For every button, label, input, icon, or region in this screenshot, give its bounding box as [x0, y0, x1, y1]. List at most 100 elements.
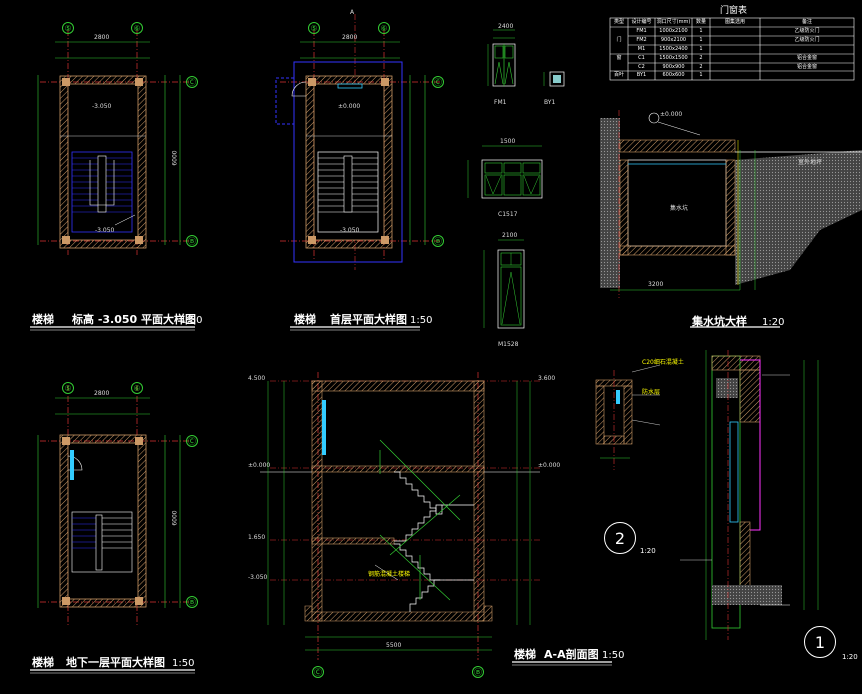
title-plan-2: 首层平面大样图 — [330, 313, 407, 326]
door-table-header: 数量 — [695, 19, 706, 25]
window-label: BY1 — [544, 99, 556, 106]
title-section-prefix: 楼梯 — [514, 648, 536, 661]
detail-callout-1: 1 — [804, 626, 836, 658]
dim-label: 2100 — [502, 232, 518, 239]
plan-basement — [37, 385, 190, 625]
door-table-cell: 铝合金窗 — [796, 64, 817, 70]
elevation-label: 4.500 — [248, 375, 266, 382]
title-plan-1-prefix: 楼梯 — [32, 313, 54, 326]
title-pit: 集水坑大样 — [692, 315, 747, 328]
elevation-label: ±0.000 — [660, 111, 683, 118]
door-table-header: 洞口尺寸(mm) — [656, 19, 691, 25]
axis-bubble: ⑤ — [62, 382, 74, 394]
door-table-cell: 1 — [699, 28, 703, 34]
window-label: C1517 — [498, 211, 518, 218]
elevation-label: ±0.000 — [538, 462, 561, 469]
door-table-cell: 1000x2100 — [659, 28, 688, 34]
cut-mark: A — [350, 9, 355, 16]
door-table-header: 类型 — [613, 19, 624, 25]
axis-bubble: Ⓑ — [186, 596, 198, 608]
door-table-cell: 2 — [699, 55, 703, 61]
dim-label: 2400 — [498, 23, 514, 30]
section-aa — [260, 372, 540, 660]
pit-label: 集水坑 — [670, 205, 689, 212]
door-table-cell: 600x600 — [662, 72, 685, 78]
door-table-cell: 1500x1500 — [659, 55, 688, 61]
door-table-cell: 铝合金窗 — [796, 55, 817, 61]
title-plan-2-scale: 1:50 — [410, 315, 433, 326]
title-plan-3: 地下一层平面大样图 — [66, 656, 165, 669]
detail-callout-2: 2 — [604, 522, 636, 554]
elevation-label: ±0.000 — [248, 462, 271, 469]
dim-label: 2800 — [94, 390, 110, 397]
detail-note: 防水层 — [642, 389, 661, 396]
axis-bubble: ⑥ — [131, 22, 143, 34]
door-table-cell: 1 — [699, 46, 703, 52]
axis-bubble: Ⓒ — [432, 76, 444, 88]
title-plan-3-scale: 1:50 — [172, 658, 195, 669]
plan-top-floor — [275, 14, 440, 270]
door-table-cell: 1500x2400 — [659, 46, 688, 52]
dim-label: 6000 — [171, 510, 179, 526]
dim-label: 2800 — [342, 34, 358, 41]
door-table-cell: 900x900 — [662, 64, 685, 70]
axis-bubble: Ⓑ — [432, 235, 444, 247]
title-plan-1: 标高 -3.050 平面大样图 — [72, 313, 197, 326]
door-table-grid — [609, 17, 855, 81]
room-elevation: -3.050 — [340, 227, 360, 234]
elevation-label: 3.600 — [538, 375, 556, 382]
dim-label: 1500 — [500, 138, 516, 145]
detail-note: C20细石混凝土 — [642, 359, 684, 366]
elevation-label: 1.650 — [248, 534, 266, 541]
room-elevation: -3.050 — [95, 227, 115, 234]
axis-bubble: Ⓑ — [186, 235, 198, 247]
door-table-cell: 1 — [699, 37, 703, 43]
ground-label: 室外地坪 — [798, 159, 823, 166]
door-table-cell: 900x2100 — [660, 37, 687, 43]
door-table-cell: M1 — [637, 46, 646, 52]
window-label: FM1 — [494, 99, 507, 106]
window-label: M1528 — [498, 341, 519, 348]
title-plan-3-prefix: 楼梯 — [32, 656, 54, 669]
detail-1-drawing — [680, 350, 819, 640]
room-elevation: -3.050 — [92, 103, 112, 110]
window-details — [467, 29, 565, 329]
door-table-cell: 1 — [699, 72, 703, 78]
door-table-cell: 2 — [699, 64, 703, 70]
door-table-header: 图集选用 — [724, 19, 745, 25]
axis-bubble: Ⓒ — [186, 76, 198, 88]
door-table-title: 门窗表 — [720, 6, 748, 16]
title-plan-2-prefix: 楼梯 — [294, 313, 316, 326]
detail-scale: 1:20 — [640, 547, 656, 555]
dim-label: 3200 — [648, 281, 664, 288]
door-table-cell: 百叶 — [613, 72, 624, 78]
plan-minus3050 — [37, 30, 190, 255]
title-pit-scale: 1:20 — [762, 317, 785, 328]
pit-detail — [600, 110, 862, 298]
door-table-cell: 门 — [616, 37, 622, 43]
axis-bubble: ⑤ — [308, 22, 320, 34]
axis-bubble: Ⓒ — [186, 435, 198, 447]
door-table-header: 设计编号 — [631, 19, 652, 25]
axis-bubble: ⑥ — [378, 22, 390, 34]
door-table-cell: 窗 — [616, 55, 622, 61]
title-section: A-A剖面图 — [544, 648, 599, 661]
dim-label: 6000 — [171, 150, 179, 166]
door-table-cell: BY1 — [636, 72, 647, 78]
title-plan-1-scale: 1:50 — [180, 315, 203, 326]
door-table-cell: 乙级防火门 — [794, 37, 820, 43]
door-table-cell: C1 — [638, 55, 645, 61]
axis-bubble: Ⓒ — [312, 666, 324, 678]
room-elevation: ±0.000 — [338, 103, 361, 110]
title-section-scale: 1:50 — [602, 650, 625, 661]
door-table-cell: 乙级防火门 — [794, 28, 820, 34]
door-table-cell: FM1 — [636, 28, 647, 34]
door-table-header: 备注 — [801, 19, 812, 25]
axis-bubble: Ⓑ — [472, 666, 484, 678]
section-note: 钢筋混凝土楼梯 — [368, 571, 411, 578]
elevation-label: -3.050 — [248, 574, 268, 581]
dim-label: 5500 — [386, 642, 402, 649]
detail-2-drawing — [595, 364, 661, 470]
axis-bubble: ⑤ — [62, 22, 74, 34]
